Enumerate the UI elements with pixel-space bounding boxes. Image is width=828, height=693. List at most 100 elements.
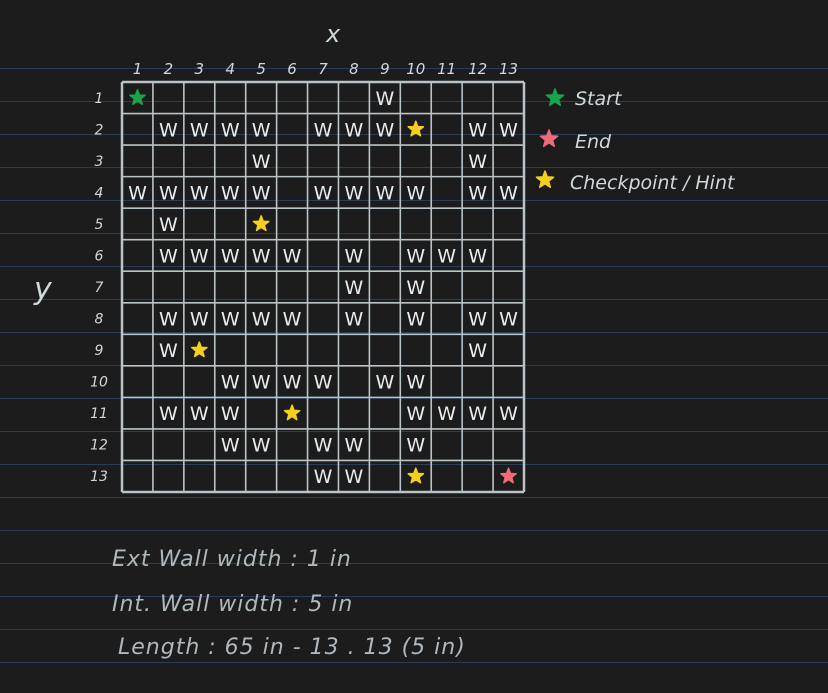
column-label: 11 bbox=[437, 60, 456, 78]
wall-cell: W bbox=[406, 435, 425, 457]
wall-cell: W bbox=[406, 277, 425, 299]
column-label: 1 bbox=[133, 60, 143, 78]
wall-cell: W bbox=[252, 182, 271, 204]
wall-cell: W bbox=[406, 403, 425, 425]
wall-cell: W bbox=[159, 182, 178, 204]
wall-cell: W bbox=[283, 372, 302, 394]
notebook-line bbox=[0, 662, 828, 663]
notebook-line bbox=[0, 563, 828, 564]
legend-end-star-icon bbox=[539, 129, 559, 148]
wall-cell: W bbox=[190, 309, 209, 331]
column-label: 2 bbox=[164, 60, 174, 78]
wall-cell: W bbox=[221, 435, 240, 457]
row-label: 9 bbox=[95, 343, 104, 359]
wall-cell: W bbox=[345, 466, 364, 488]
column-label: 8 bbox=[349, 60, 359, 78]
wall-cell: W bbox=[345, 182, 364, 204]
wall-cell: W bbox=[345, 277, 364, 299]
row-label: 2 bbox=[95, 122, 104, 138]
checkpoint-star-icon bbox=[407, 120, 425, 137]
row-label: 8 bbox=[95, 312, 104, 328]
wall-cell: W bbox=[406, 309, 425, 331]
wall-cell: W bbox=[375, 372, 394, 394]
wall-cell: W bbox=[314, 119, 333, 141]
column-label: 3 bbox=[195, 60, 205, 78]
wall-cell: W bbox=[221, 245, 240, 267]
wall-cell: W bbox=[499, 403, 518, 425]
column-label: 7 bbox=[318, 60, 328, 78]
wall-cell: W bbox=[375, 88, 394, 110]
wall-cell: W bbox=[190, 245, 209, 267]
wall-cell: W bbox=[159, 119, 178, 141]
wall-cell: W bbox=[159, 245, 178, 267]
checkpoint-star-icon bbox=[407, 467, 425, 484]
wall-cell: W bbox=[468, 182, 487, 204]
wall-cell: W bbox=[159, 403, 178, 425]
notebook-line bbox=[0, 629, 828, 630]
notebook-line bbox=[0, 332, 828, 333]
wall-cell: W bbox=[159, 340, 178, 362]
wall-cell: W bbox=[468, 340, 487, 362]
notebook-line bbox=[0, 200, 828, 201]
y-axis-label: y bbox=[34, 272, 52, 307]
column-label: 12 bbox=[468, 60, 487, 78]
row-label: 5 bbox=[95, 217, 104, 233]
wall-cell: W bbox=[468, 151, 487, 173]
wall-cell: W bbox=[314, 466, 333, 488]
wall-cell: W bbox=[375, 119, 394, 141]
legend-start-label: Start bbox=[575, 88, 622, 110]
row-label: 12 bbox=[90, 438, 108, 454]
wall-cell: W bbox=[499, 309, 518, 331]
notebook-line bbox=[0, 398, 828, 399]
wall-cell: W bbox=[190, 403, 209, 425]
wall-cell: W bbox=[159, 214, 178, 236]
wall-cell: W bbox=[345, 435, 364, 457]
column-label: 6 bbox=[287, 60, 297, 78]
wall-cell: W bbox=[283, 309, 302, 331]
checkpoint-star-icon bbox=[283, 404, 301, 421]
wall-cell: W bbox=[437, 245, 456, 267]
column-label: 13 bbox=[499, 60, 518, 78]
wall-cell: W bbox=[345, 309, 364, 331]
row-label: 13 bbox=[90, 469, 108, 485]
wall-cell: W bbox=[314, 435, 333, 457]
wall-cell: W bbox=[468, 245, 487, 267]
notebook-line bbox=[0, 233, 828, 234]
wall-cell: W bbox=[499, 182, 518, 204]
wall-cell: W bbox=[128, 182, 147, 204]
note-int-wall-width: Int. Wall width : 5 in bbox=[112, 592, 354, 617]
note-length: Length : 65 in - 13 . 13 (5 in) bbox=[118, 635, 466, 660]
wall-cell: W bbox=[437, 403, 456, 425]
row-label: 3 bbox=[95, 154, 104, 170]
wall-cell: W bbox=[283, 245, 302, 267]
notebook-line bbox=[0, 464, 828, 465]
notebook-line bbox=[0, 299, 828, 300]
wall-cell: W bbox=[221, 309, 240, 331]
wall-cell: W bbox=[221, 119, 240, 141]
row-label: 6 bbox=[95, 248, 104, 264]
notebook-line bbox=[0, 68, 828, 69]
checkpoint-star-icon bbox=[252, 215, 270, 232]
wall-cell: W bbox=[252, 245, 271, 267]
row-label: 10 bbox=[90, 375, 108, 391]
wall-cell: W bbox=[499, 119, 518, 141]
wall-cell: W bbox=[314, 182, 333, 204]
wall-cell: W bbox=[252, 119, 271, 141]
row-label: 1 bbox=[95, 91, 104, 107]
wall-cell: W bbox=[468, 119, 487, 141]
row-label: 7 bbox=[95, 280, 104, 296]
wall-cell: W bbox=[406, 182, 425, 204]
wall-cell: W bbox=[252, 435, 271, 457]
note-ext-wall-width: Ext Wall width : 1 in bbox=[112, 547, 352, 572]
wall-cell: W bbox=[314, 372, 333, 394]
legend-checkpoint-label: Checkpoint / Hint bbox=[570, 172, 735, 194]
row-label: 4 bbox=[95, 185, 104, 201]
legend-start-star-icon bbox=[545, 88, 565, 107]
legend-end-label: End bbox=[575, 131, 612, 153]
wall-cell: W bbox=[406, 372, 425, 394]
notebook-line bbox=[0, 596, 828, 597]
wall-cell: W bbox=[190, 119, 209, 141]
start-star-icon bbox=[129, 89, 146, 105]
column-label: 5 bbox=[256, 60, 266, 78]
